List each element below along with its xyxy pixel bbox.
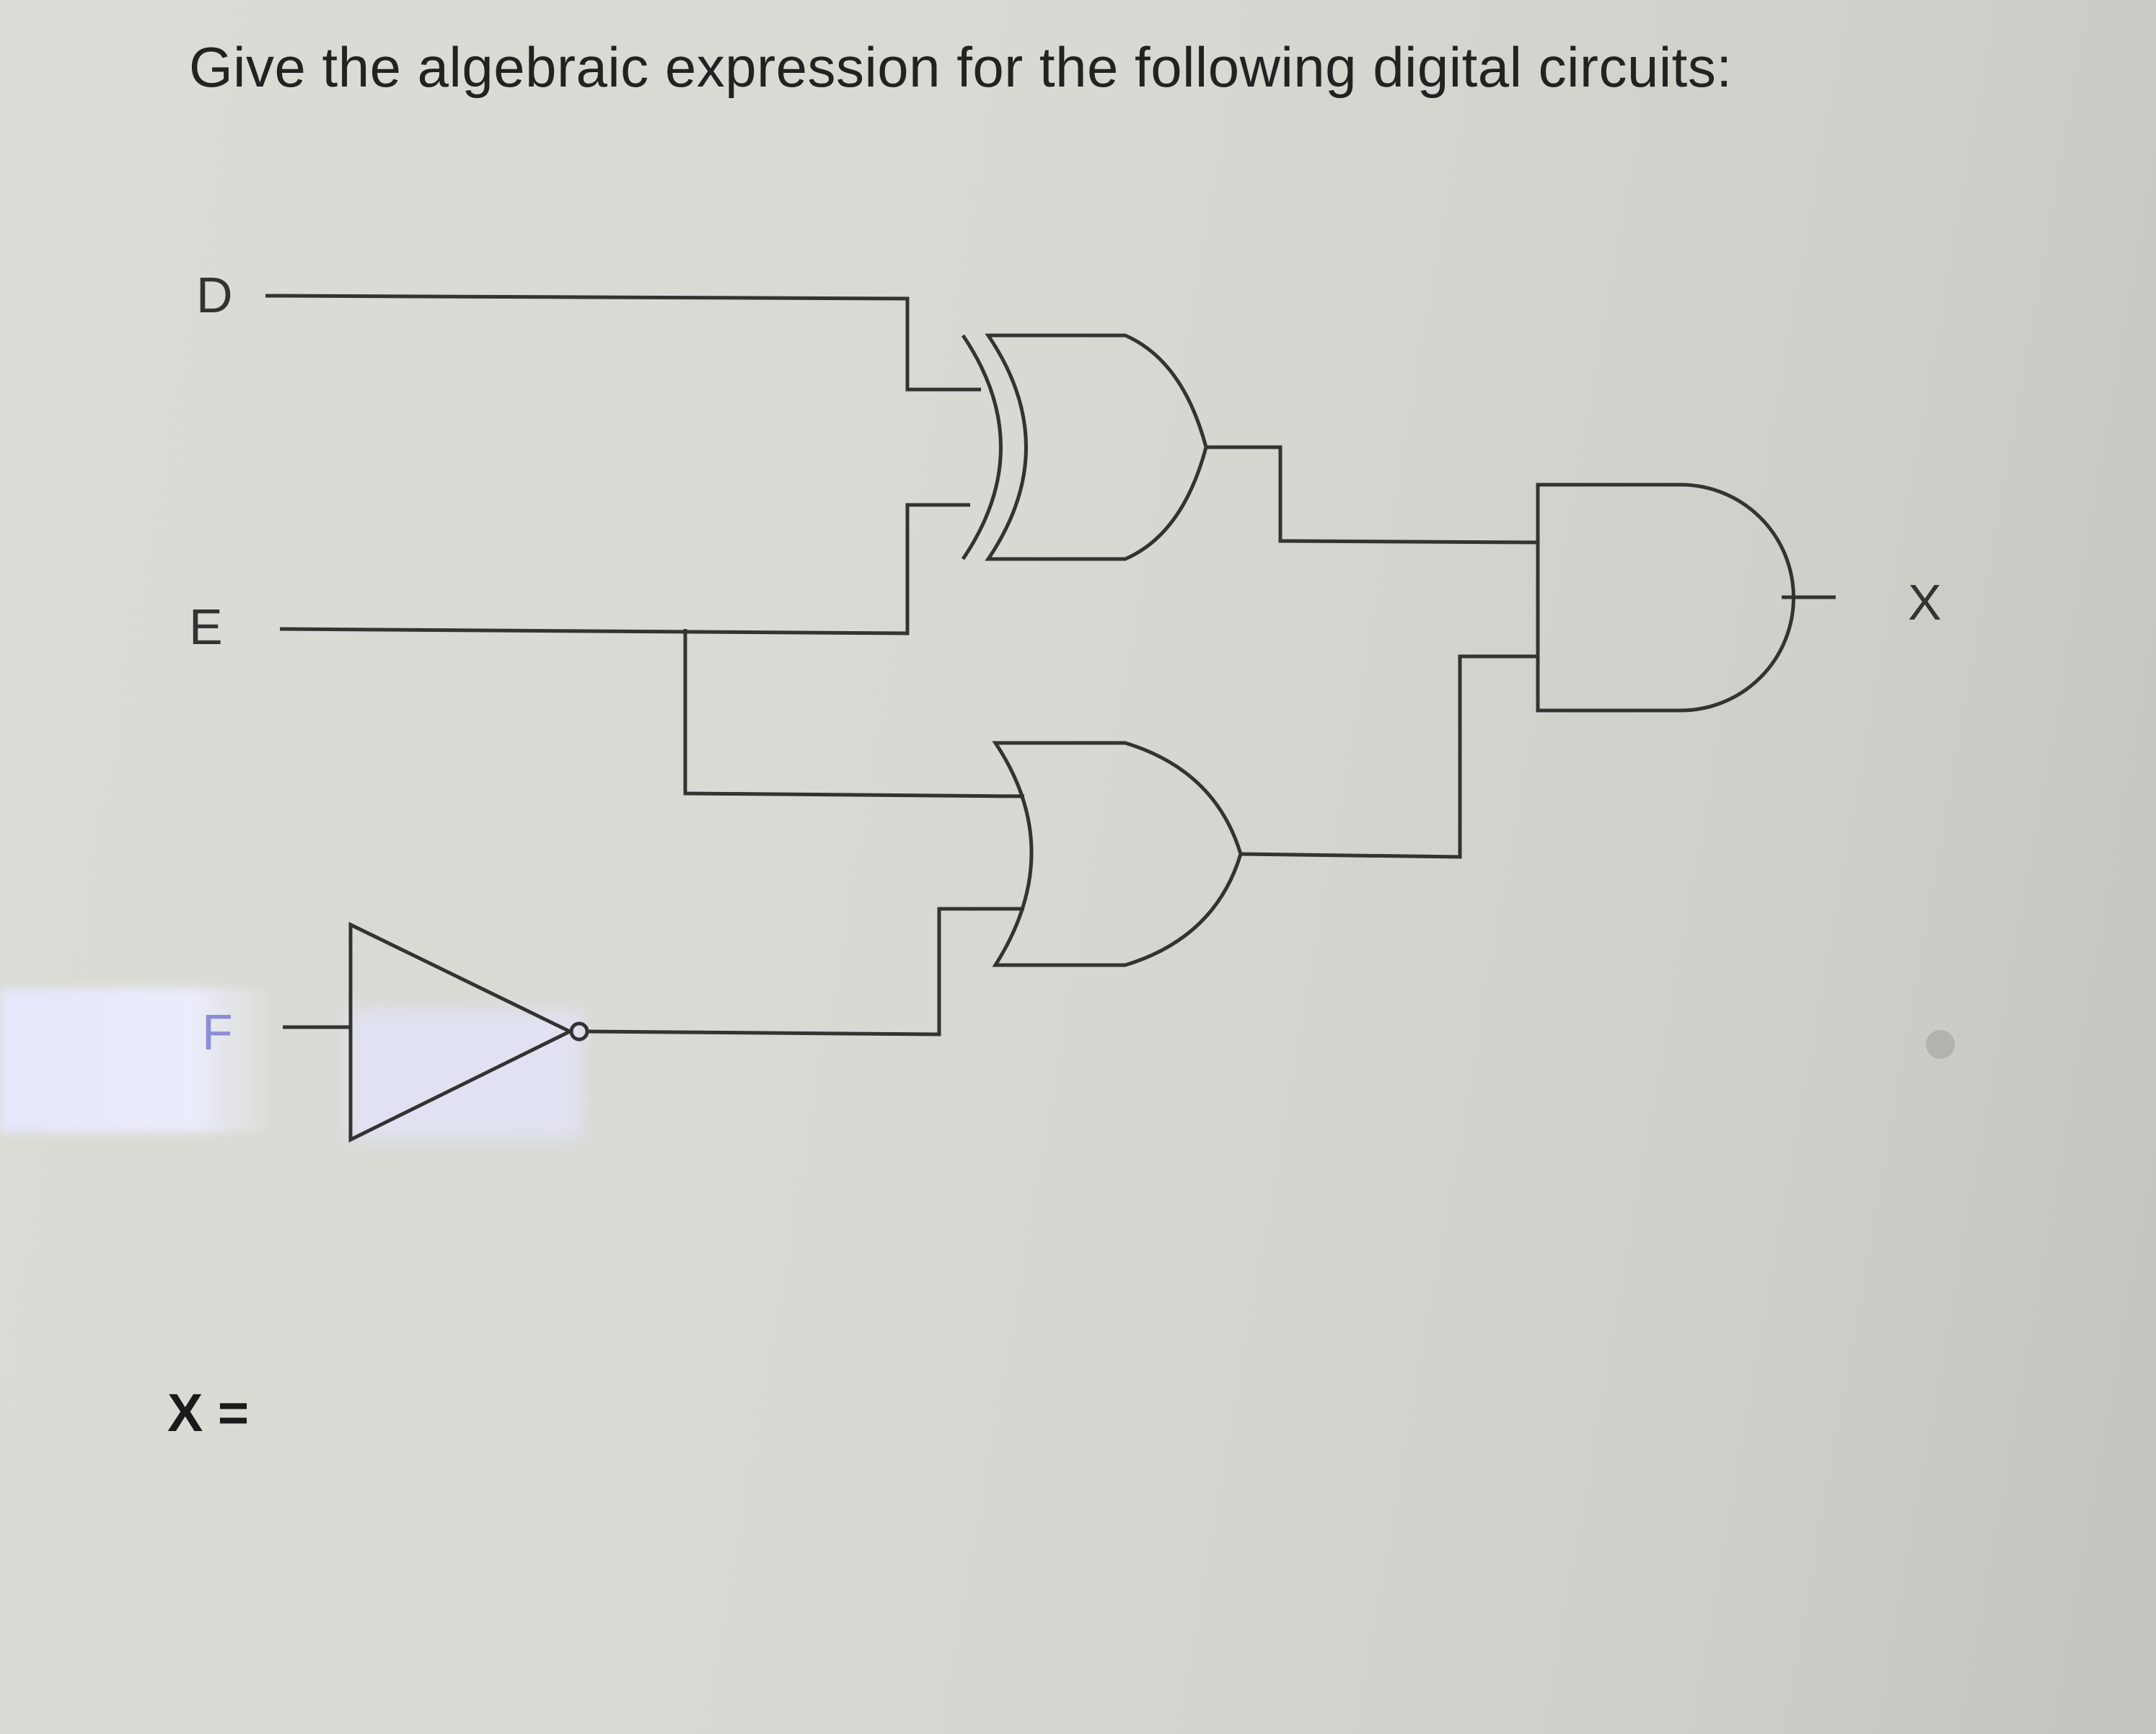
wire-e-to-or	[683, 629, 1025, 798]
not-gate	[348, 922, 574, 1143]
wire-not-to-or	[586, 907, 1024, 1037]
or-gate	[992, 741, 1243, 967]
and-gate	[1536, 483, 1795, 713]
answer-prompt: X =	[167, 1383, 250, 1443]
question-title: Give the algebraic expression for the fo…	[189, 35, 1733, 99]
xor-gate	[961, 333, 1208, 561]
wire-d	[265, 294, 981, 392]
input-label-d: D	[196, 267, 233, 323]
input-label-f: F	[202, 1004, 233, 1060]
wire-or-to-and	[1240, 654, 1538, 859]
screen-dot	[1926, 1030, 1955, 1059]
output-label-x: X	[1908, 574, 1942, 630]
screen-glare	[346, 1010, 584, 1140]
wire-xor-to-and	[1206, 445, 1539, 545]
input-label-e: E	[189, 599, 223, 655]
wire-e-to-xor	[279, 503, 970, 635]
screen-glare	[0, 988, 274, 1132]
